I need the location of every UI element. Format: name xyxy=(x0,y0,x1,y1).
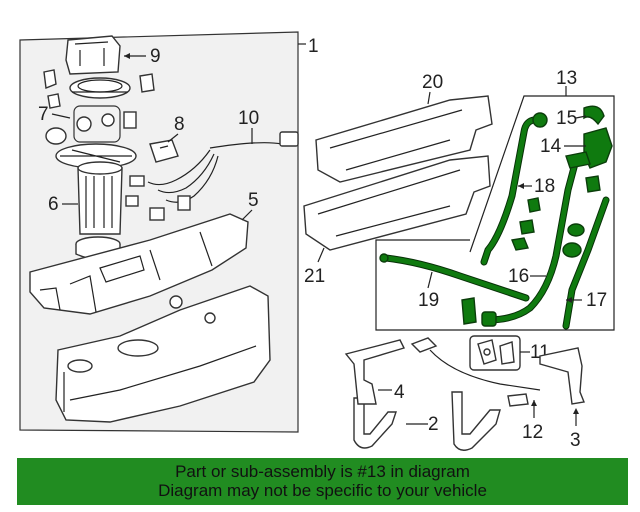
pump-flange[interactable] xyxy=(55,143,137,169)
part-6-filter-canister[interactable] xyxy=(77,161,123,235)
part-17-hose[interactable]: 17 xyxy=(562,196,610,330)
callout-15: 15 xyxy=(556,108,577,129)
part-5-tank-shield[interactable] xyxy=(29,213,249,315)
callout-10: 10 xyxy=(238,108,259,129)
fill-pipe-assembly-box: 13 xyxy=(375,68,615,331)
part-20-shield[interactable]: 20 xyxy=(315,72,493,183)
lock-ring[interactable] xyxy=(69,77,131,99)
callout-16: 16 xyxy=(508,266,529,287)
part-15-fitting[interactable]: 15 xyxy=(556,105,605,129)
callout-3: 3 xyxy=(570,430,581,451)
part-4-bracket[interactable]: 4 xyxy=(344,339,405,405)
part-10-wiring-harness[interactable] xyxy=(125,131,299,221)
callout-9: 9 xyxy=(150,46,161,67)
callout-5: 5 xyxy=(248,190,259,211)
callout-21: 21 xyxy=(304,266,325,287)
assembly-clips[interactable] xyxy=(461,175,601,325)
callout-7: 7 xyxy=(38,104,49,125)
callout-13: 13 xyxy=(556,68,577,89)
fuel-tank[interactable] xyxy=(55,285,271,423)
callout-4: 4 xyxy=(394,382,405,403)
callouts-left: 1 9 7 8 10 6 5 xyxy=(38,36,319,221)
callout-19: 19 xyxy=(418,290,439,311)
part-12-support-rod[interactable]: 12 xyxy=(410,337,543,443)
part-18-vent-hose[interactable]: 18 xyxy=(480,112,555,266)
info-banner: Part or sub-assembly is #13 in diagram D… xyxy=(17,458,628,505)
callout-14: 14 xyxy=(540,136,562,157)
banner-line-2: Diagram may not be specific to your vehi… xyxy=(158,481,487,500)
callout-17: 17 xyxy=(586,290,607,311)
part-7-pump-module[interactable] xyxy=(45,105,137,145)
part-11-bracket[interactable]: 11 xyxy=(469,335,550,371)
part-2-strap[interactable]: 2 xyxy=(353,391,501,451)
callout-20: 20 xyxy=(422,72,443,93)
callout-6: 6 xyxy=(48,194,59,215)
part-8-connector[interactable] xyxy=(149,139,179,163)
part-14-filler-housing[interactable]: 14 xyxy=(540,127,613,169)
callout-2: 2 xyxy=(428,414,439,435)
callout-8: 8 xyxy=(174,114,185,135)
part-19-vapor-line[interactable]: 19 xyxy=(379,253,530,311)
clip-parts[interactable] xyxy=(43,69,155,109)
part-16-fill-pipe[interactable]: 16 xyxy=(481,151,591,327)
banner-line-1: Part or sub-assembly is #13 in diagram xyxy=(175,462,470,481)
strainer[interactable] xyxy=(75,236,121,260)
callout-18: 18 xyxy=(534,176,555,197)
part-9-cover[interactable] xyxy=(65,35,121,75)
callout-1: 1 xyxy=(308,36,319,57)
callout-12: 12 xyxy=(522,422,543,443)
part-3-bracket[interactable]: 3 xyxy=(539,347,585,451)
part-21-shield[interactable]: 21 xyxy=(303,155,491,287)
